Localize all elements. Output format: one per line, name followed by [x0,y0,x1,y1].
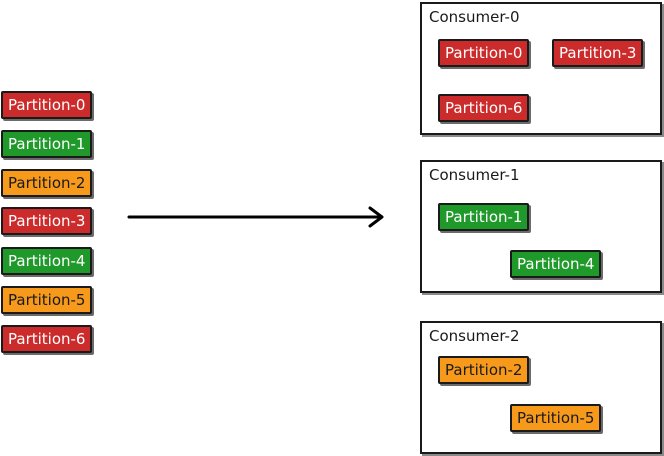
consumer-2-box: Consumer-2 [420,321,662,454]
source-partition-0: Partition-0 [1,91,93,119]
consumer-1-title: Consumer-1 [429,166,520,184]
source-partition-6: Partition-6 [1,325,93,353]
source-partition-5: Partition-5 [1,286,93,314]
consumer-0-partition-0: Partition-0 [438,39,530,67]
consumer-0-partition-6: Partition-6 [438,94,530,122]
source-partition-1: Partition-1 [1,130,93,158]
consumer-2-partition-5: Partition-5 [510,404,602,432]
consumer-1-partition-1: Partition-1 [438,203,530,231]
consumer-2-partition-2: Partition-2 [438,356,530,384]
source-partition-3: Partition-3 [1,207,93,235]
source-partition-4: Partition-4 [1,247,93,275]
arrow-head [368,206,384,228]
source-partition-2: Partition-2 [1,169,93,197]
consumer-0-title: Consumer-0 [429,8,520,26]
consumer-1-partition-4: Partition-4 [510,250,602,278]
consumer-0-partition-3: Partition-3 [552,39,644,67]
consumer-2-title: Consumer-2 [429,327,520,345]
